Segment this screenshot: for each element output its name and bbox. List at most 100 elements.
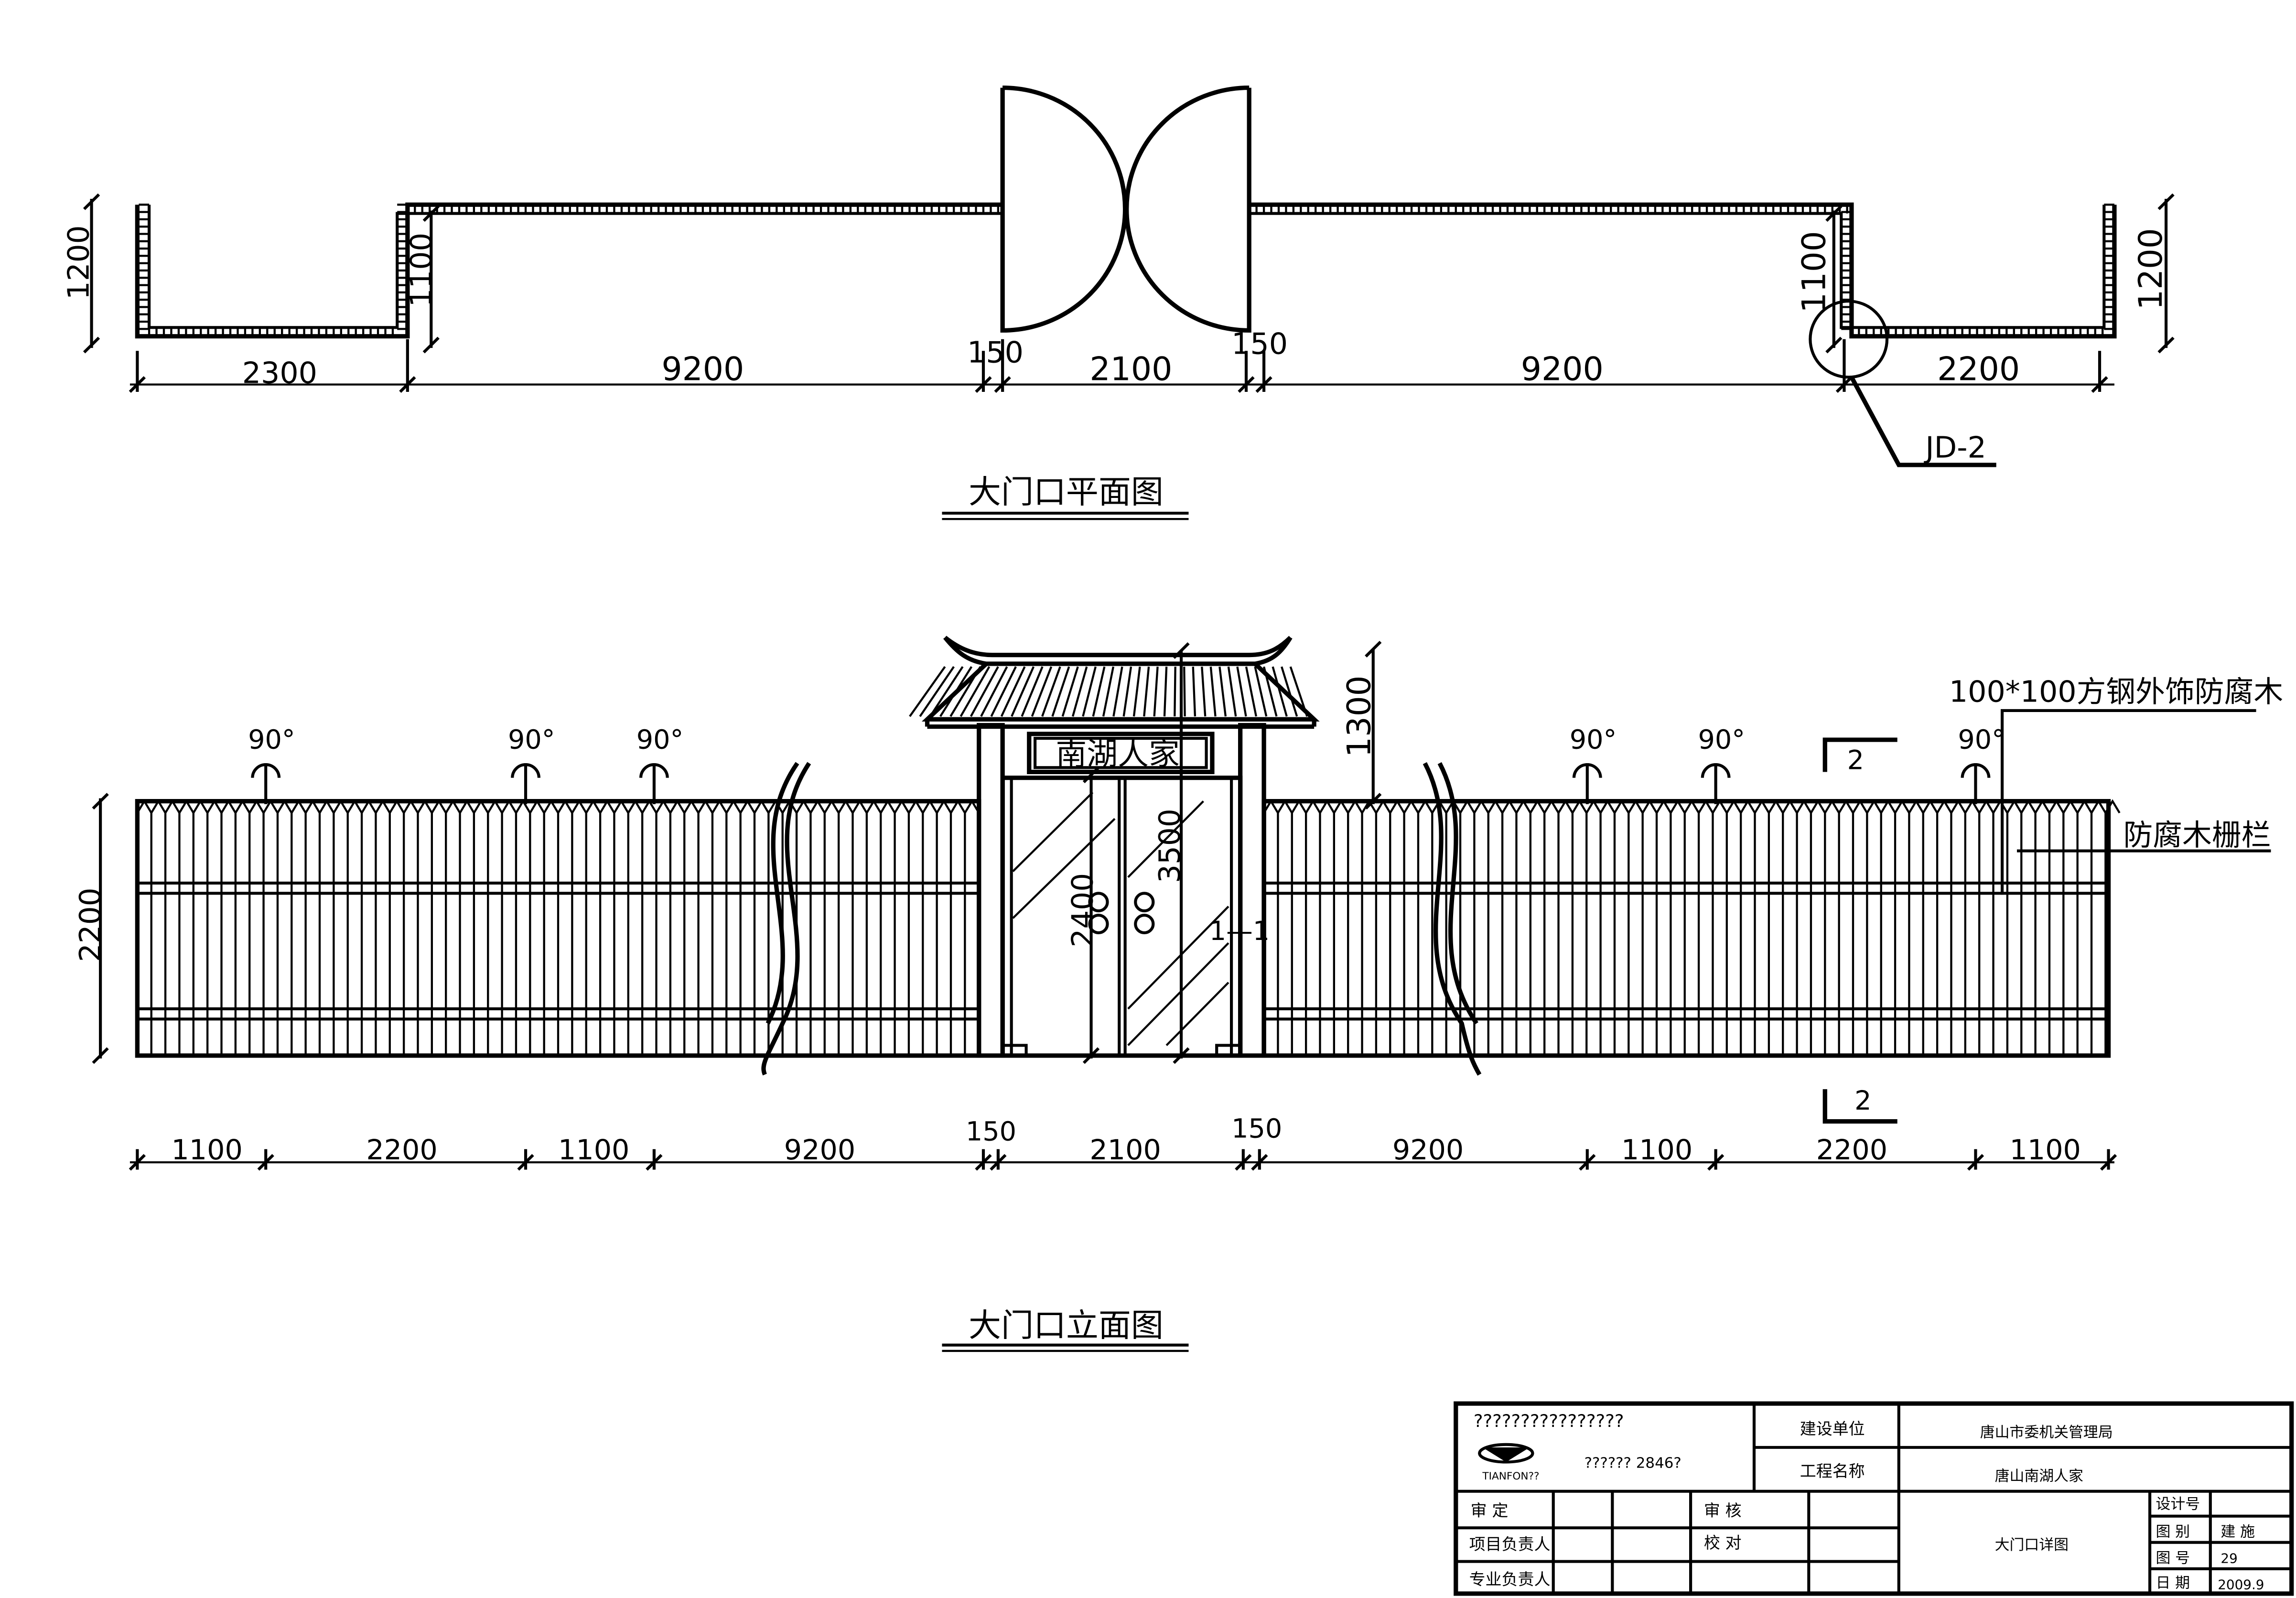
picket-top [431,799,447,814]
picket-top [2020,799,2037,814]
plan-vdims [83,193,2175,354]
angle-label: 90° [636,725,684,756]
picket-top [1683,799,1700,814]
plan-wall-left [135,202,1002,339]
tb-build-unit: 唐山市委机关管理局 [1980,1424,2113,1441]
sign-text: 南湖人家 [1056,736,1180,772]
tb-number-label: 图 号 [2156,1550,2190,1567]
gate-door [1000,776,1243,1058]
picket-top [2091,799,2107,814]
picket-top [1529,799,1546,814]
plan-gate-left-leaf [1000,85,1128,333]
elev-dim-label: 150 [1231,1114,1282,1145]
picket-top [136,799,152,814]
gate-post-right [1238,723,1266,1058]
picket-top [319,799,335,814]
plan-dim-5: 150 [1231,327,1288,361]
tb-logo-text: TIANFON?? [1482,1470,1539,1482]
picket-top [781,799,798,814]
picket-top [1880,799,1896,814]
title-block: ???????????????? TIANFON?? ?????? 2846? … [1454,1401,2294,1596]
tb-date-label: 日 期 [2156,1575,2190,1592]
picket-top [711,799,728,814]
picket-top [1992,799,2008,814]
picket-top [1305,799,1321,814]
picket-top [754,799,770,814]
picket-top [894,799,910,814]
picket-top [1922,799,1938,814]
picket-top [964,799,980,814]
picket-top [1824,799,1840,814]
picket-top [557,799,573,814]
picket-top [725,799,742,814]
annotation-fence: 防腐木栅栏 [2123,818,2271,853]
picket-top [1515,799,1531,814]
picket-top [1936,799,1952,814]
height-wall: 2200 [73,887,108,962]
picket-top [852,799,868,814]
picket-top [515,799,531,814]
angle-label: 90° [248,725,295,756]
picket-top [1908,799,1924,814]
picket-top [178,799,194,814]
picket-top [1768,799,1784,814]
picket-top [1628,799,1644,814]
picket-top [487,799,503,814]
picket-top [192,799,209,814]
picket-top [2076,799,2092,814]
picket-top [1978,799,1994,814]
picket-top [150,799,166,814]
picket-top [361,799,377,814]
elevation-view: 南湖人家 90°90°90°90°90°90° 2 2 1—1 100*100方… [73,636,2283,1352]
detail-callout-label: JD-2 [1923,431,1986,465]
picket-top [1263,799,1279,814]
picket-top [683,799,700,814]
picket-top [880,799,896,814]
picket-top [1487,799,1503,814]
picket-top [1641,799,1658,814]
picket-top [1557,799,1574,814]
picket-top [388,799,405,814]
picket-top [1361,799,1377,814]
elev-dim-label: 2200 [1816,1134,1887,1166]
plan-wall-right-inner [1249,205,2106,329]
picket-top [1754,799,1770,814]
picket-top [445,799,461,814]
picket-top [1698,799,1714,814]
picket-top [2062,799,2079,814]
picket-top [908,799,924,814]
picket-top [2034,799,2050,814]
picket-top [697,799,713,814]
picket-top [1782,799,1798,814]
picket-top [1417,799,1434,814]
picket-top [262,799,279,814]
tb-cert: ?????? 2846? [1585,1455,1682,1472]
picket-top [1852,799,1868,814]
height-post: 3500 [1153,809,1187,883]
plan-wall-right [1249,202,2117,339]
picket-top [1572,799,1588,814]
picket-top [1389,799,1405,814]
plan-wall-left-inner [148,205,1002,329]
picket-top [543,799,559,814]
picket-top [613,799,629,814]
picket-top [277,799,293,814]
tb-date: 2009.9 [2218,1577,2264,1593]
tb-drawing-name: 大门口详图 [1995,1536,2069,1554]
plan-vdim-4: 1200 [2131,228,2169,310]
picket-top [627,799,644,814]
picket-top [248,799,265,814]
break-lines [761,762,1482,1076]
picket-top [1543,799,1560,814]
picket-top [823,799,840,814]
angle-label: 90° [508,725,555,756]
picket-top [1950,799,1966,814]
picket-top [1459,799,1476,814]
plan-gate-right-leaf [1124,85,1251,333]
picket-top [235,799,251,814]
picket-top [2048,799,2065,814]
picket-top [1670,799,1686,814]
plan-vdim-2: 1100 [404,233,438,307]
picket-top [936,799,952,814]
